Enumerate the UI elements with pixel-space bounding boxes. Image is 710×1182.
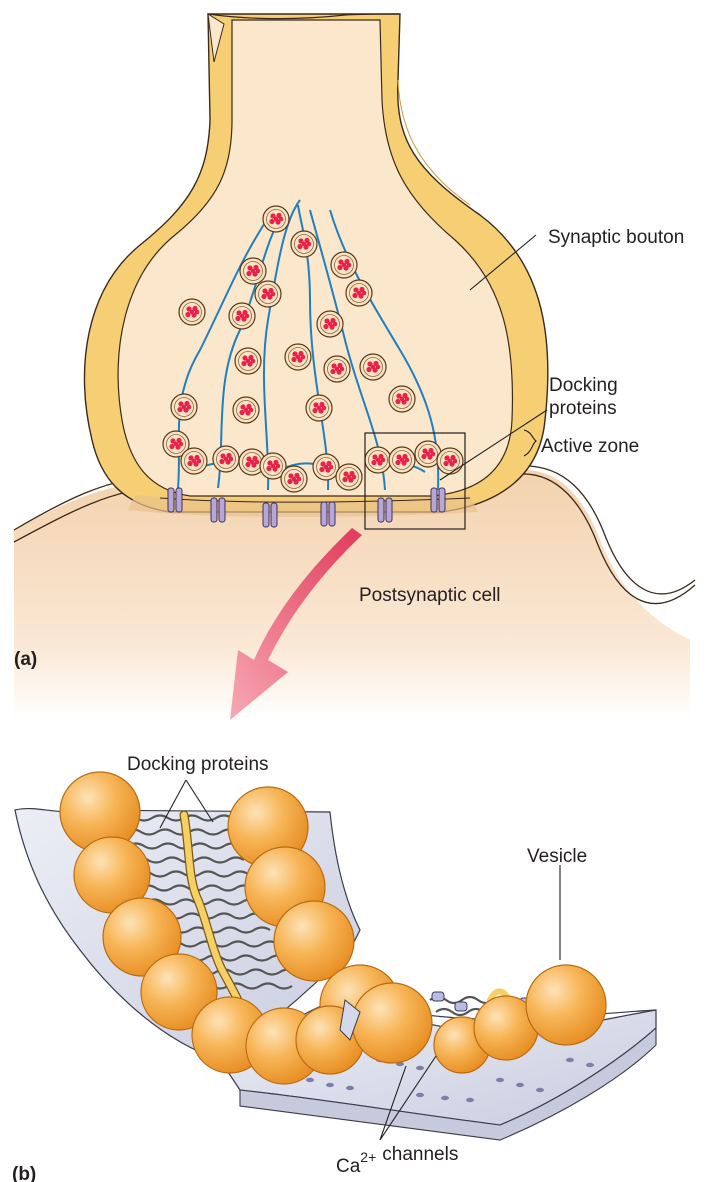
panel-b: Docking proteins Vesicle Ca2+channels (b… [12, 754, 656, 1182]
label-active-zone: Active zone [541, 436, 639, 457]
label-postsynaptic-cell: Postsynaptic cell [359, 585, 501, 606]
panel-b-tag: (b) [12, 1164, 36, 1182]
label-docking-line2: proteins [549, 398, 617, 419]
bouton-cytoplasm [118, 20, 512, 496]
label-docking-proteins-b: Docking proteins [127, 754, 269, 775]
label-ca-channels: Ca2+channels [336, 1144, 458, 1177]
panel-a-tag: (a) [14, 649, 37, 670]
label-synaptic-bouton: Synaptic bouton [548, 227, 684, 248]
label-docking-line1: Docking [549, 375, 618, 396]
label-vesicle: Vesicle [527, 846, 587, 867]
panel-a: Synaptic bouton Docking proteins Active … [14, 14, 695, 720]
